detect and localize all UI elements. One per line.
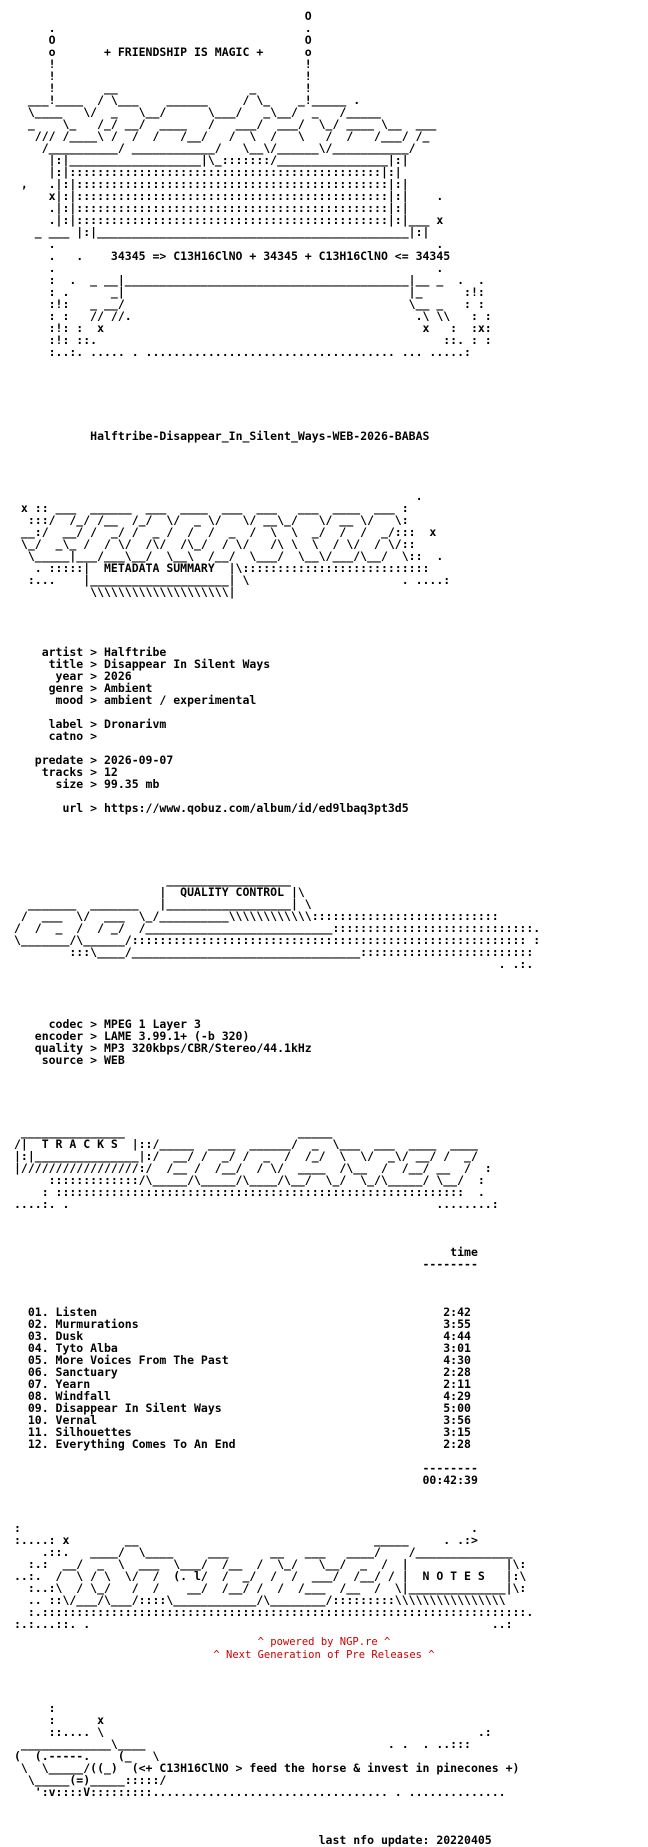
spacer	[14, 1090, 634, 1102]
spacer	[14, 1078, 634, 1090]
spacer	[14, 1222, 634, 1234]
release-name: Halftribe-Disappear_In_Silent_Ways-WEB-2…	[14, 430, 634, 442]
header-ascii-art: O . . O O o + FRIENDSHIP IS MAGIC + o ! …	[20, 9, 492, 359]
spacer	[14, 610, 634, 622]
powered-by-link[interactable]: ^ powered by NGP.re ^	[257, 1636, 391, 1648]
tracks-total-time: -------- 00:42:39	[422, 1461, 478, 1487]
spacer	[14, 994, 634, 1006]
spacer	[14, 1102, 634, 1114]
tracks-header: time --------	[422, 1245, 478, 1271]
spacer	[14, 382, 634, 394]
track-list: 01. Listen 2:42 02. Murmurations 3:55 03…	[27, 1305, 471, 1451]
quality-control-list: codec > MPEG 1 Layer 3 encoder > LAME 3.…	[34, 1017, 312, 1067]
spacer	[14, 370, 634, 382]
spacer	[14, 982, 634, 994]
spacer	[14, 1498, 634, 1510]
release-name-text: Halftribe-Disappear_In_Silent_Ways-WEB-2…	[90, 429, 430, 443]
notes-banner: : . :....: x __ _____ . .:> .::. ____/ \…	[14, 1521, 534, 1631]
spacer	[14, 1810, 634, 1822]
spacer	[14, 826, 634, 838]
spacer	[14, 622, 634, 634]
ngp-tagline: ^ Next Generation of Pre Releases ^	[213, 1649, 435, 1661]
metadata-summary-banner: . x :: ___ ______ ___ ____ ___ ___ ___ _…	[20, 489, 451, 599]
tracks-banner: _______________ _____ /| T R A C K S |::…	[14, 1125, 499, 1211]
last-nfo-update: last nfo update: 20220405	[14, 1833, 492, 1847]
spacer	[14, 454, 634, 466]
quality-control-banner: __________________ | QUALITY CONTROL |\ …	[14, 873, 541, 971]
spacer	[14, 466, 634, 478]
spacer	[14, 1666, 634, 1678]
powered-by-footer: ^ powered by NGP.re ^ ^ Next Generation …	[0, 1636, 648, 1662]
spacer	[14, 394, 634, 406]
spacer	[14, 1282, 634, 1294]
nfo-document: O . . O O o + FRIENDSHIP IS MAGIC + o ! …	[14, 10, 634, 1846]
spacer	[14, 850, 634, 862]
footer-ascii-art: : : x ::.... \ .: _____________\____ . .…	[14, 1701, 520, 1799]
spacer	[14, 838, 634, 850]
metadata-list: artist > Halftribe title > Disappear In …	[34, 645, 409, 815]
spacer	[14, 406, 634, 418]
